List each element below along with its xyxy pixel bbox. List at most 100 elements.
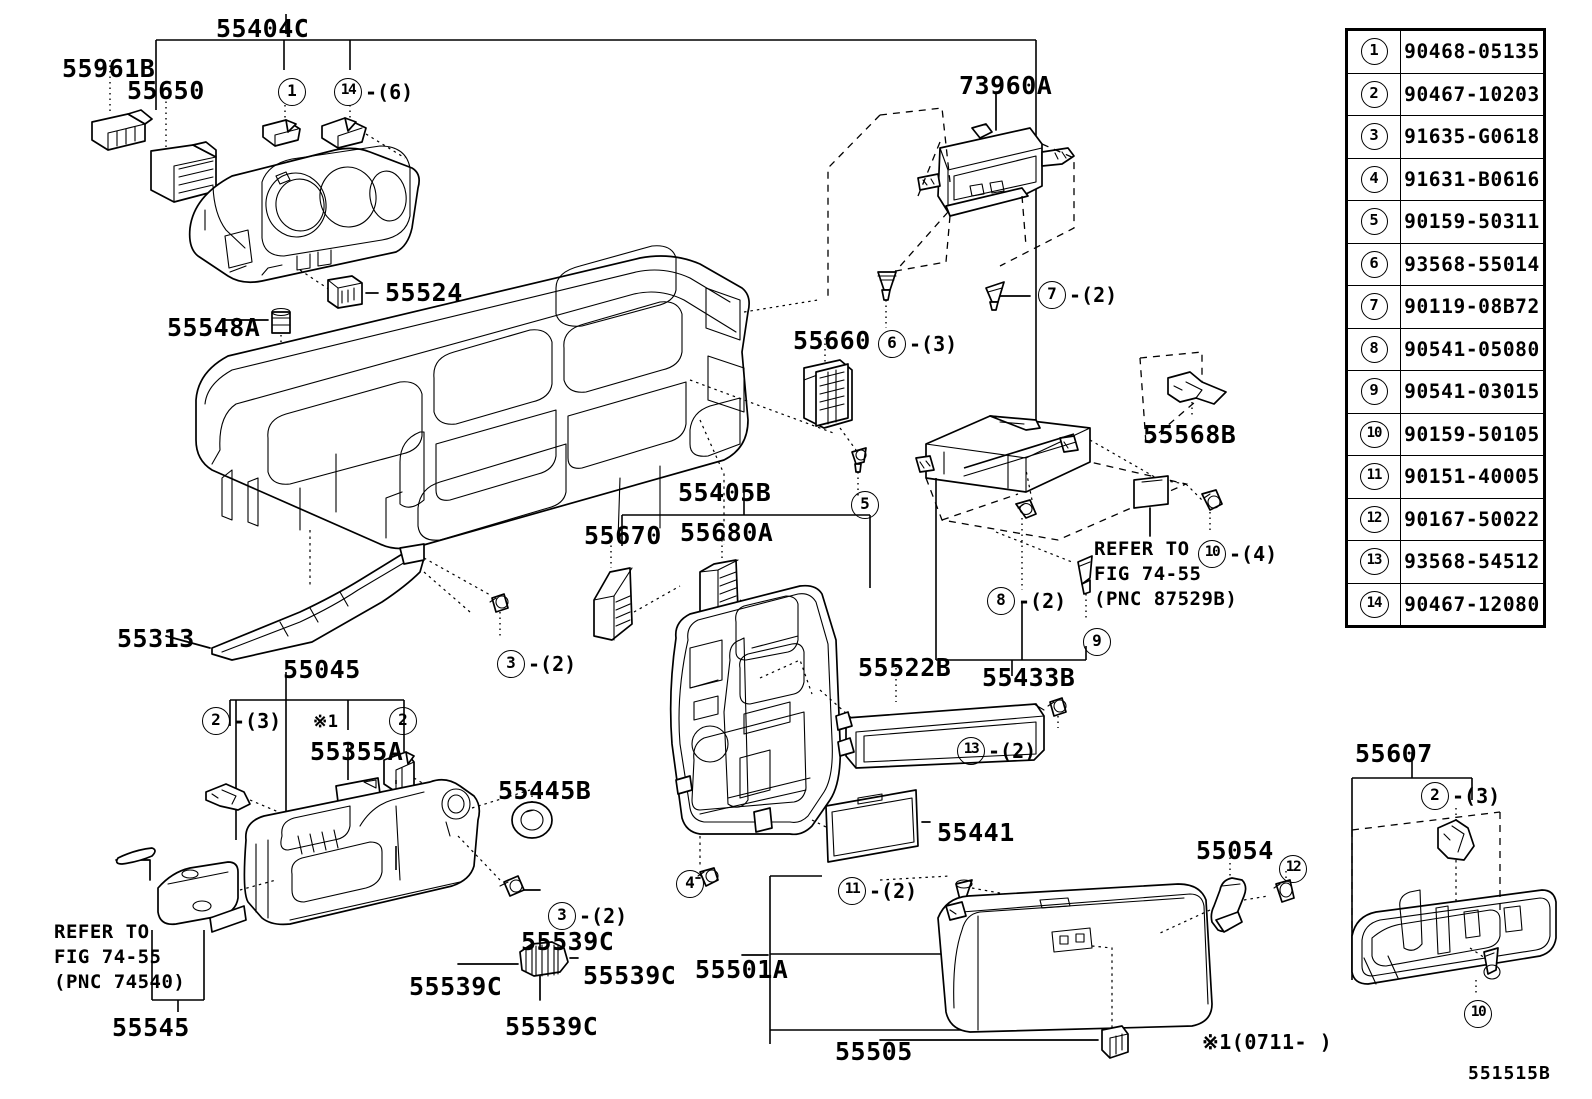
ref-qty: -(3) xyxy=(909,332,958,356)
refer-note-a: REFER TO FIG 74-55 (PNC 87529B) xyxy=(1094,538,1238,610)
ref-circle-12: 12 xyxy=(1279,855,1307,883)
ref-qty: -(4) xyxy=(1229,542,1278,566)
ref-qty: -(2) xyxy=(528,652,577,676)
ref-qty: -(6) xyxy=(365,80,414,104)
legend-circle-6: 6 xyxy=(1360,250,1388,278)
part-55501a-glovebox xyxy=(937,883,1213,1033)
part-label-55670: 55670 xyxy=(584,521,662,550)
screw-7 xyxy=(985,281,1005,311)
legend-circle-8: 8 xyxy=(1360,335,1388,363)
legend-part-number: 93568-54512 xyxy=(1400,540,1544,584)
part-55433b xyxy=(915,415,1091,493)
ref-circle-11: 11 xyxy=(838,877,866,905)
legend-part-number: 90468-05135 xyxy=(1400,30,1544,74)
part-label-55313: 55313 xyxy=(117,624,195,653)
ref-circle-3: 3 xyxy=(548,902,576,930)
note-mark-55355a: ※1 xyxy=(313,712,339,732)
part-55545 xyxy=(157,861,239,926)
ref-circle-4: 4 xyxy=(676,870,704,898)
legend-part-number: 90467-10203 xyxy=(1400,72,1544,116)
screw-5 xyxy=(851,447,867,473)
refer-note-b: REFER TO FIG 74-55 (PNC 74540) xyxy=(54,921,186,993)
ref-callout-12: 12 xyxy=(1279,855,1307,883)
legend-index-cell: 6 xyxy=(1347,242,1401,286)
part-label-55054: 55054 xyxy=(1196,836,1274,865)
part-73960a xyxy=(917,123,1075,217)
ref-callout-2: 2-(3) xyxy=(1421,782,1500,810)
legend-part-number: 90159-50311 xyxy=(1400,200,1544,244)
clip-2-left xyxy=(205,783,251,811)
part-label-55539C: 55539C xyxy=(521,927,615,956)
diagram-note: ※1(0711- ) xyxy=(1202,1030,1333,1054)
clip-2-right-cover xyxy=(1437,819,1475,861)
ref-circle-3: 3 xyxy=(497,650,525,678)
legend-part-number: 90541-05080 xyxy=(1400,327,1544,371)
ref-callout-2: 2-(3) xyxy=(202,707,281,735)
part-label-55607: 55607 xyxy=(1355,739,1433,768)
part-55670 xyxy=(593,567,633,641)
bracket-55404c xyxy=(155,14,1037,430)
part-label-55568B: 55568B xyxy=(1143,420,1237,449)
legend-part-number: 91635-G0618 xyxy=(1400,115,1544,159)
ref-circle-14: 14 xyxy=(334,78,362,106)
part-label-55405B: 55405B xyxy=(678,478,772,507)
ref-qty: -(2) xyxy=(869,879,918,903)
legend-index-cell: 2 xyxy=(1347,72,1401,116)
ref-callout-3: 3-(2) xyxy=(548,902,627,930)
part-55441 xyxy=(825,789,919,863)
legend-index-cell: 8 xyxy=(1347,327,1401,371)
legend-row: 9 90541-03015 xyxy=(1347,370,1544,414)
part-55045-panel xyxy=(243,778,481,926)
flag-refer-a xyxy=(1133,475,1169,509)
legend-index-cell: 14 xyxy=(1347,582,1401,626)
legend-circle-5: 5 xyxy=(1360,208,1388,236)
legend-circle-9: 9 xyxy=(1360,378,1388,406)
part-55524 xyxy=(327,275,363,309)
ref-circle-2: 2 xyxy=(202,707,230,735)
ref-callout-6: 6-(3) xyxy=(878,330,957,358)
part-label-55355A: 55355A xyxy=(310,737,404,766)
part-label-55680A: 55680A xyxy=(680,518,774,547)
ref-qty: -(3) xyxy=(233,709,282,733)
legend-index-cell: 13 xyxy=(1347,540,1401,584)
ref-callout-4: 4 xyxy=(676,870,704,898)
part-55445b xyxy=(511,801,553,839)
part-label-55433B: 55433B xyxy=(982,663,1076,692)
screw-13 xyxy=(1047,697,1067,717)
flag-refer-b xyxy=(209,905,247,933)
ref-qty: -(2) xyxy=(1018,589,1067,613)
legend-part-number: 90467-12080 xyxy=(1400,582,1544,626)
legend-index-cell: 7 xyxy=(1347,285,1401,329)
ref-callout-3: 3-(2) xyxy=(497,650,576,678)
ref-callout-9: 9 xyxy=(1083,628,1111,656)
figure-id: 551515B xyxy=(1468,1063,1551,1084)
ref-qty: -(2) xyxy=(579,904,628,928)
part-label-55660: 55660 xyxy=(793,326,871,355)
part-dash-panel-main xyxy=(195,245,750,550)
legend-part-number: 91631-B0616 xyxy=(1400,157,1544,201)
ref-circle-8: 8 xyxy=(987,587,1015,615)
ref-callout-10: 10 xyxy=(1464,1000,1492,1028)
legend-index-cell: 4 xyxy=(1347,157,1401,201)
part-55539c xyxy=(519,941,569,977)
legend-part-number: 90167-50022 xyxy=(1400,497,1544,541)
part-55404c-cluster xyxy=(188,145,420,284)
legend-part-number: 90541-03015 xyxy=(1400,370,1544,414)
legend-part-number: 90119-08B72 xyxy=(1400,285,1544,329)
ref-callout-5: 5 xyxy=(851,491,879,519)
ref-circle-2: 2 xyxy=(1421,782,1449,810)
ref-qty: -(2) xyxy=(1069,283,1118,307)
legend-index-cell: 9 xyxy=(1347,370,1401,414)
screw-8 xyxy=(1015,499,1037,519)
screw-10-bracket xyxy=(1201,489,1223,511)
legend-circle-11: 11 xyxy=(1359,463,1389,491)
ref-circle-13: 13 xyxy=(957,737,985,765)
part-label-55539C: 55539C xyxy=(583,961,677,990)
legend-index-cell: 11 xyxy=(1347,455,1401,499)
part-55054 xyxy=(1210,877,1247,933)
